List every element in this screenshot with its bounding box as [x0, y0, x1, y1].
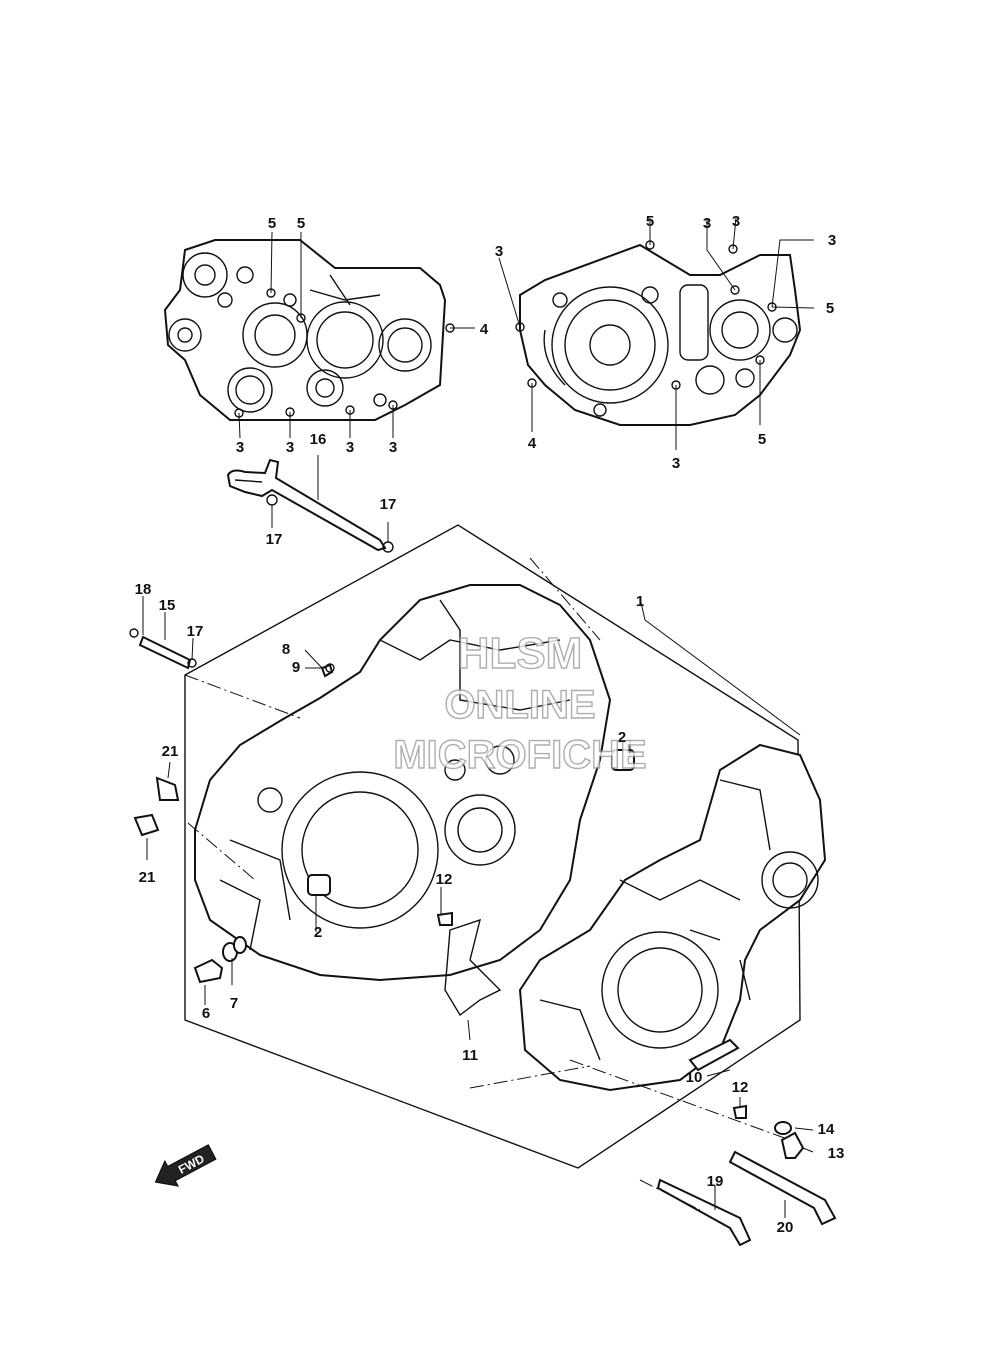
callout-8: 8 [282, 641, 290, 658]
callout-18: 18 [135, 581, 152, 598]
bolt-20 [728, 1150, 837, 1226]
callout-21b: 21 [139, 869, 156, 886]
callout-4b: 4 [528, 435, 537, 452]
washer-7b [233, 936, 247, 954]
callout-5e: 5 [758, 431, 766, 448]
bolt-12b [732, 1104, 747, 1119]
callout-1: 1 [636, 593, 644, 610]
callout-3g: 3 [732, 213, 740, 230]
callout-12b: 12 [732, 1079, 749, 1096]
callout-21a: 21 [162, 743, 179, 760]
alignment-lines [184, 557, 791, 1211]
callout-14: 14 [818, 1121, 835, 1138]
watermark-line-3: MICROFICHE [393, 733, 646, 777]
plate-10 [688, 1038, 740, 1072]
callout-5a: 5 [268, 215, 276, 232]
bolt-6 [193, 958, 224, 984]
callout-3d: 3 [389, 439, 397, 456]
callout-5d: 5 [826, 300, 834, 317]
callout-3b: 3 [286, 439, 294, 456]
forward-arrow: FWD [154, 1144, 217, 1187]
callout-13: 13 [828, 1145, 845, 1162]
callout-5b: 5 [297, 215, 305, 232]
o-ring-18 [129, 628, 139, 638]
drain-bolt-13 [780, 1131, 805, 1159]
callout-20: 20 [777, 1219, 794, 1236]
watermark-line-1: HLSM [458, 629, 583, 678]
callout-17a: 17 [266, 531, 283, 548]
callout-9: 9 [292, 659, 300, 676]
callout-3e: 3 [495, 243, 503, 260]
callout-4a: 4 [480, 321, 489, 338]
callout-3h: 3 [828, 232, 836, 249]
callout-19: 19 [707, 1173, 724, 1190]
callout-16: 16 [310, 431, 327, 448]
bolt-12a [436, 911, 453, 926]
dowel-pins-2 [307, 749, 635, 896]
callout-3a: 3 [236, 439, 244, 456]
callout-5c: 5 [646, 213, 654, 230]
left-case-half-inner-view [163, 239, 455, 421]
callout-17c: 17 [187, 623, 204, 640]
nuts-21 [133, 776, 180, 837]
crankcase-assembly-1 [184, 524, 827, 1169]
right-case-half-inner-view [515, 240, 802, 426]
callout-10: 10 [686, 1069, 703, 1086]
callout-2a: 2 [618, 729, 626, 746]
bolt-19 [656, 1178, 752, 1247]
callouts: 1 2 2 3 3 3 3 3 3 3 3 3 4 4 5 5 5 5 5 6 … [135, 213, 845, 1236]
gasket-11 [444, 918, 502, 1017]
callout-11: 11 [462, 1047, 478, 1064]
gasket-14 [774, 1121, 792, 1135]
callout-7: 7 [230, 995, 238, 1012]
o-ring-17a [266, 494, 278, 506]
callout-17b: 17 [380, 496, 397, 513]
shaft-16 [226, 458, 387, 552]
callout-2b: 2 [314, 924, 322, 941]
callout-12a: 12 [436, 871, 453, 888]
callout-3i: 3 [672, 455, 680, 472]
pin-15 [138, 635, 192, 670]
watermark: HLSM ONLINE MICROFICHE [393, 628, 648, 777]
callout-3f: 3 [703, 215, 711, 232]
callout-3c: 3 [346, 439, 354, 456]
callout-6: 6 [202, 1005, 210, 1022]
leader-lines [142, 217, 815, 1218]
watermark-line-2: ONLINE [444, 683, 595, 727]
callout-15: 15 [159, 597, 176, 614]
